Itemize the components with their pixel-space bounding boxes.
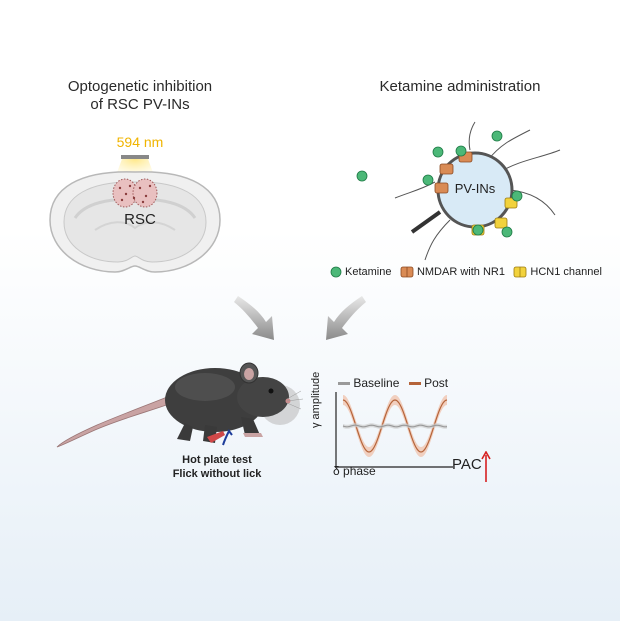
right-panel-title: Ketamine administration — [379, 78, 541, 95]
ketamine-icon — [330, 266, 342, 278]
post-swatch — [408, 382, 421, 386]
dendrite — [499, 149, 561, 173]
mouse-hind-leg — [177, 423, 193, 441]
pv-in-cell-illustration — [356, 121, 561, 261]
hcn1-icon — [514, 266, 527, 278]
dendrite — [424, 219, 451, 261]
rsc-right — [132, 178, 158, 208]
right-arrow — [326, 296, 366, 340]
wavelength-label: 594 nm — [116, 134, 164, 150]
free-ketamine-molecule — [356, 170, 368, 182]
hippocampus-line — [94, 221, 176, 231]
pv-ins-label: PV-INs — [454, 181, 496, 196]
dendrite — [468, 121, 476, 151]
behavior-line1: Hot plate test — [182, 454, 252, 466]
mouse-paw-red — [207, 431, 225, 443]
pac-legend: Baseline Post — [338, 376, 488, 390]
rsc-label: RSC — [124, 211, 156, 228]
pac-plot — [335, 392, 453, 468]
left-panel-title: Optogenetic inhibition of RSC PV-INs — [40, 78, 240, 114]
baseline-swatch — [338, 382, 350, 386]
hcn1-channel — [494, 217, 513, 238]
mouse-body-highlight — [175, 373, 235, 401]
legend-nmdar: NMDAR with NR1 — [400, 266, 505, 278]
left-title-line1: Optogenetic inhibition — [67, 78, 213, 95]
post-curve — [342, 399, 448, 453]
mouse-illustration — [56, 362, 304, 448]
legend-ketamine-label: Ketamine — [345, 266, 392, 278]
nmdar-receptor — [422, 174, 449, 194]
left-arrow — [234, 296, 274, 340]
mouse-whiskers — [286, 390, 304, 410]
hcn1-channel — [471, 224, 485, 236]
mouse-front-leg — [241, 417, 260, 435]
optic-fiber — [121, 155, 149, 159]
legend-hcn1-label: HCN1 channel — [530, 266, 602, 278]
ketamine-molecule — [491, 130, 503, 142]
mouse-ear-inner — [244, 368, 254, 380]
pac-x-label: δ phase — [333, 464, 376, 478]
legend-ketamine: Ketamine — [330, 266, 391, 278]
behavior-line2: Flick without lick — [172, 468, 262, 480]
behavior-caption: Hot plate test Flick without lick — [152, 453, 282, 481]
legend-nmdar-label: NMDAR with NR1 — [416, 266, 505, 278]
nmdar-receptor — [432, 146, 454, 175]
left-title-line2: of RSC PV-INs — [90, 96, 190, 113]
nmdar-icon — [400, 266, 414, 278]
nmdar-receptor — [455, 145, 473, 163]
pac-legend-baseline: Baseline — [353, 376, 400, 390]
pac-y-label: γ amplitude — [310, 371, 322, 428]
axon — [410, 210, 442, 234]
mouse-head — [237, 377, 289, 417]
mouse-tail — [56, 392, 181, 448]
pac-legend-post: Post — [424, 376, 449, 390]
flick-arrow-icon — [222, 429, 233, 446]
dendrite — [509, 189, 556, 216]
legend-hcn1: HCN1 channel — [513, 266, 602, 278]
mouse-front-paw — [243, 433, 263, 437]
mouse-eye — [268, 388, 274, 394]
hcn1-channel — [504, 190, 523, 209]
brain-slice-illustration — [49, 155, 221, 273]
pac-result-label: PAC — [452, 456, 482, 473]
baseline-curve — [342, 424, 448, 428]
converging-arrows — [234, 296, 366, 340]
pac-increase-arrow-icon — [481, 451, 491, 482]
legend: Ketamine NMDAR with NR1 HCN1 channel — [330, 265, 615, 283]
